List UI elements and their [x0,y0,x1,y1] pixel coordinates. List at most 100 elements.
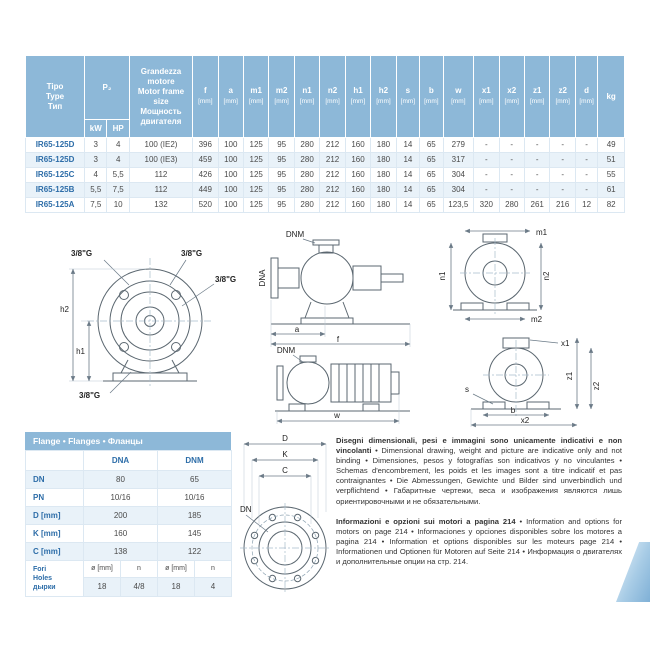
cell-kw: 3 [84,137,108,153]
cell-n2: 212 [319,137,346,153]
flange-dim-label-d: D [282,434,288,443]
cell-w: 304 [442,182,475,198]
port-label-right: 3/8"G [215,275,236,284]
note-dimensions: Disegni dimensionali, pesi e immagini so… [336,436,622,507]
cell-z1: - [523,152,551,168]
note-dimensions-lead: Disegni dimensionali, pesi e immagini so… [336,436,622,456]
flange-row-label: D [mm] [25,506,84,525]
cell-s: 14 [395,167,421,183]
cell-b: 65 [419,197,444,213]
flange-dim-label-dn: DN [240,505,252,514]
cell-kw: 7,5 [84,197,108,213]
cell-h1: 160 [344,137,372,153]
col-header-m1: m1[mm] [242,55,270,138]
cell-x1: - [473,137,500,153]
col-header-kg: kg [597,55,625,138]
cell-f: 459 [192,152,219,168]
col-header-s: s[mm] [395,55,421,138]
pump-type: IR65-125C [24,167,86,183]
flange-holes-value: 4 [194,576,232,598]
dim-label-z1: z1 [565,371,574,380]
flange-dna-value: 138 [83,542,158,561]
cell-x1: 320 [473,197,500,213]
cell-s: 14 [395,152,421,168]
note-dimensions-body: • Dimensional drawing, weight and pictur… [336,446,622,506]
flange-dnm-value: 122 [157,542,232,561]
dim-label-m1: m1 [536,228,548,237]
flange-dna-value: 200 [83,506,158,525]
pump-type: IR65-125D [24,152,86,168]
cell-m1: 125 [242,137,270,153]
cell-kg: 51 [597,152,625,168]
col-header-b: b[mm] [419,55,444,138]
flange-holes-label: Fori Holes дырки [25,560,84,597]
col-header-h2: h2[mm] [370,55,397,138]
cell-kw: 5,5 [84,182,108,198]
cell-x2: - [498,182,525,198]
cell-f: 426 [192,167,219,183]
cell-z1: - [523,137,551,153]
cell-m2: 95 [268,197,295,213]
cell-hp: 4 [106,137,130,153]
cell-h1: 160 [344,152,372,168]
flange-holes-subheader: ø [mm] [157,560,195,578]
cell-m2: 95 [268,182,295,198]
cell-z2: 216 [549,197,576,213]
cell-z2: - [549,167,576,183]
col-header-tipo: Tipo Type Тип [24,55,86,138]
cell-w: 123,5 [442,197,475,213]
motor-end-view: x1 z1 z2 b x2 s [465,337,601,428]
cell-n1: 280 [293,182,321,198]
cell-d: - [574,137,599,153]
dimensional-drawings: 3/8"G 3/8"G 3/8"G 3/8"G h2 h1 [60,228,601,428]
cell-frame: 112 [128,167,194,183]
dim-label-m2: m2 [531,315,543,324]
dim-label-h2: h2 [60,305,69,314]
cell-n1: 280 [293,152,321,168]
cell-m1: 125 [242,182,270,198]
flange-table-title: Flange • Flanges • Фланцы [25,432,231,450]
col-header-m2: m2[mm] [268,55,295,138]
col-header-a: a[mm] [217,55,244,138]
cell-h2: 180 [370,137,397,153]
port-label-bottom: 3/8"G [79,391,100,400]
cell-x1: - [473,152,500,168]
cell-m2: 95 [268,167,295,183]
cell-h1: 160 [344,182,372,198]
dim-label-dna: DNA [258,269,267,287]
port-label-top-right: 3/8"G [181,249,202,258]
flange-row-label: DN [25,470,84,489]
cell-frame: 132 [128,197,194,213]
col-header-z2: z2[mm] [549,55,576,138]
cell-a: 100 [217,167,244,183]
cell-x2: - [498,152,525,168]
col-header-p2: P₂ [84,55,130,120]
cell-kg: 49 [597,137,625,153]
cell-kg: 61 [597,182,625,198]
cell-n2: 212 [319,167,346,183]
pump-type: IR65-125B [24,182,86,198]
pump-front-view: 3/8"G 3/8"G 3/8"G 3/8"G h2 h1 [60,249,236,400]
cell-hp: 4 [106,152,130,168]
cell-w: 304 [442,167,475,183]
cell-z1: - [523,182,551,198]
dim-label-h1: h1 [76,347,85,356]
flange-dna-value: 160 [83,524,158,543]
flange-holes-value: 18 [157,576,195,598]
cell-f: 449 [192,182,219,198]
cell-x2: - [498,137,525,153]
cell-n2: 212 [319,197,346,213]
cell-d: - [574,182,599,198]
cell-hp: 5,5 [106,167,130,183]
cell-b: 65 [419,182,444,198]
cell-n1: 280 [293,137,321,153]
flange-dnm-value: 10/16 [157,488,232,507]
cell-d: - [574,167,599,183]
cell-n2: 212 [319,152,346,168]
